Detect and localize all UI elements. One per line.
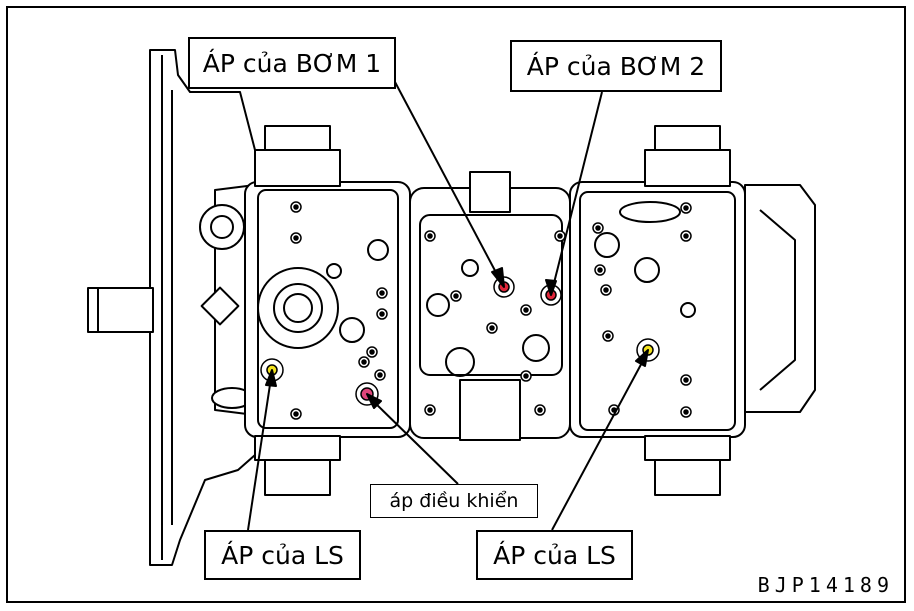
bolt-center [597, 267, 603, 273]
left-pump-head [244, 125, 411, 496]
bolt-center [557, 233, 563, 239]
bolt-center [361, 359, 367, 365]
bolt-center [379, 290, 385, 296]
bolt-center [427, 233, 433, 239]
leader-control [371, 399, 459, 485]
leader-ls-left [247, 377, 272, 531]
plug-diamond [200, 286, 240, 326]
bolt-center [603, 287, 609, 293]
bolt-center [683, 409, 689, 415]
bolt-center [523, 307, 529, 313]
bolt-center [523, 373, 529, 379]
bolt-center [293, 204, 299, 210]
leader-pump2 [552, 91, 603, 288]
bolt-center [293, 235, 299, 241]
label-ls-pressure-right: ÁP của LS [476, 530, 633, 580]
leader-pump1 [394, 81, 501, 281]
label-ls-pressure-left: ÁP của LS [204, 530, 361, 580]
bolt-center [683, 377, 689, 383]
bolt-center [293, 411, 299, 417]
bolt-center [537, 407, 543, 413]
bolt-center [377, 372, 383, 378]
bolt-center [605, 333, 611, 339]
bolt-center [595, 225, 601, 231]
bolt-center [683, 205, 689, 211]
rear-housing [744, 184, 816, 413]
bolt-center [489, 325, 495, 331]
drive-shaft [87, 287, 154, 333]
bolt-center [453, 293, 459, 299]
bolt-center [369, 349, 375, 355]
bolts [290, 201, 692, 420]
label-control-pressure: áp điều khiển [370, 484, 538, 518]
bolt-center [379, 311, 385, 317]
bolt-center [427, 407, 433, 413]
label-pump2-pressure: ÁP của BƠM 2 [510, 40, 722, 92]
center-valve-block [409, 171, 571, 441]
leader-lines [247, 81, 649, 531]
right-pump-head [569, 125, 746, 496]
leader-ls-right [551, 356, 646, 531]
bolt-center [683, 233, 689, 239]
figure-code: BJP14189 [757, 573, 894, 597]
label-pump1-pressure: ÁP của BƠM 1 [188, 37, 396, 89]
left-lug [199, 204, 245, 250]
